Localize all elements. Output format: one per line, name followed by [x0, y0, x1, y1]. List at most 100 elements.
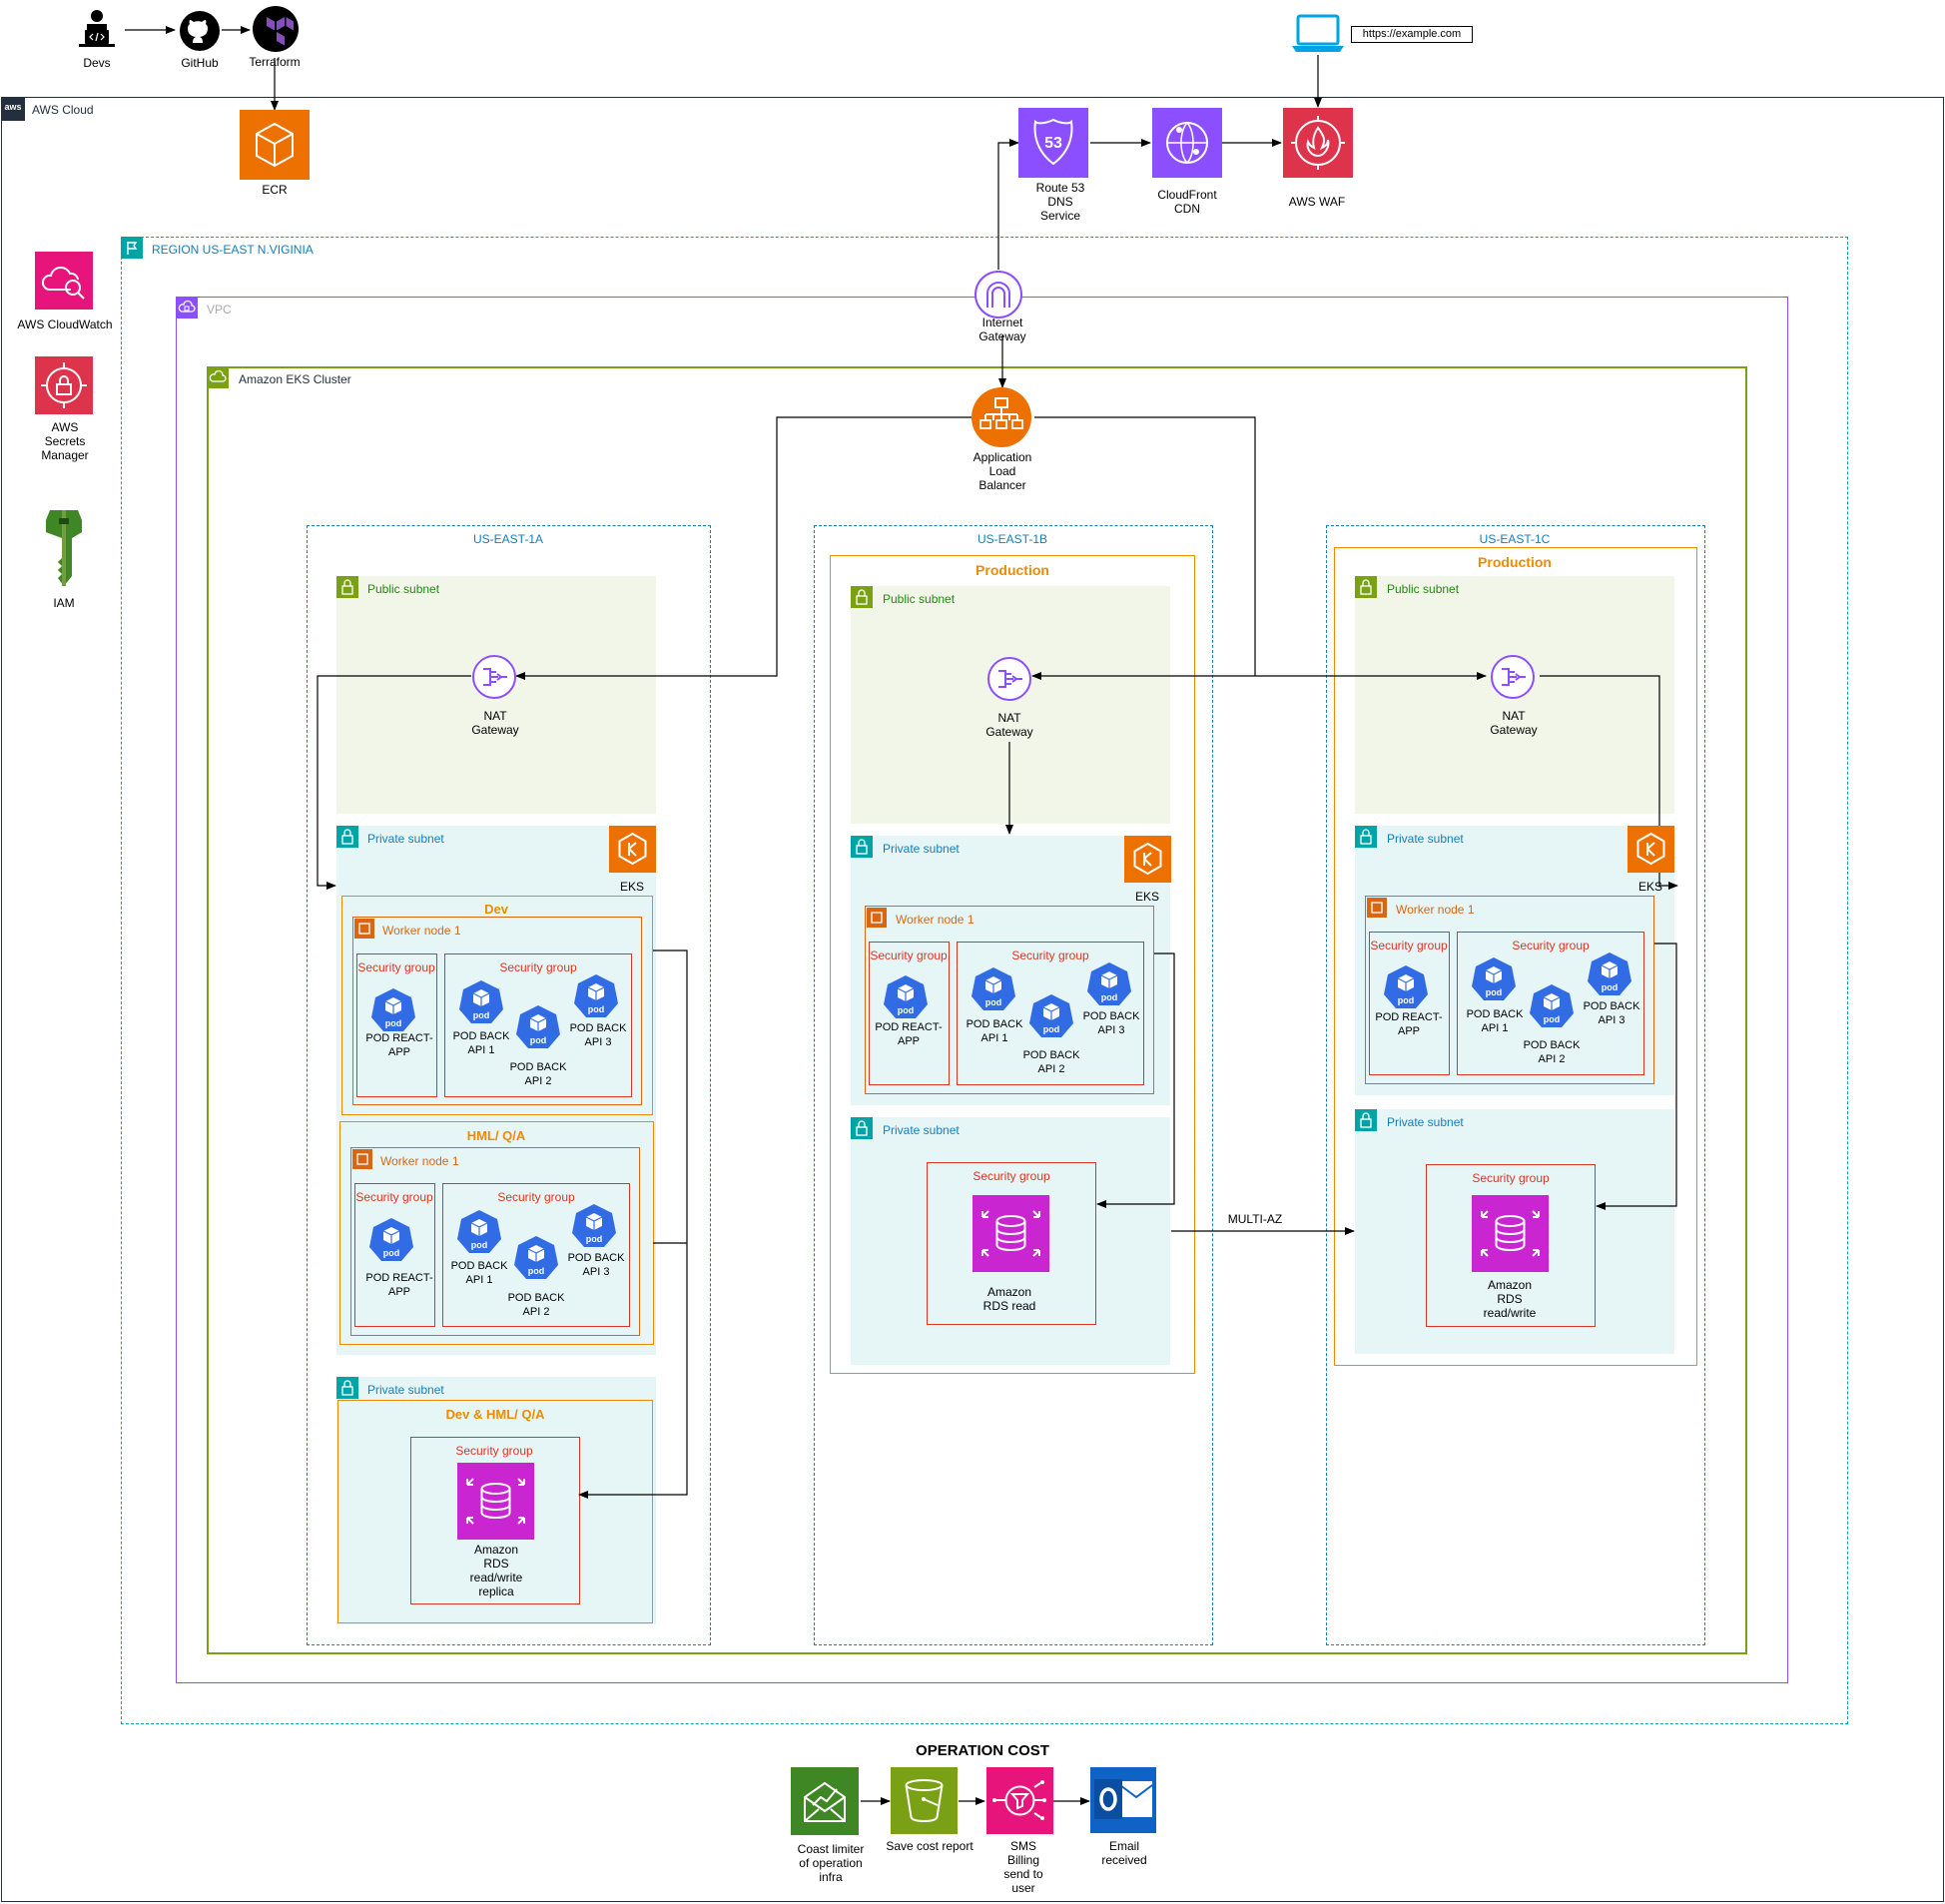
svg-text:pod: pod — [1043, 1024, 1060, 1034]
security-group-react-1b — [869, 942, 950, 1085]
private-subnet-lock-icon — [851, 1117, 873, 1139]
az-1a-group — [307, 525, 711, 1645]
laptop-icon — [1290, 14, 1346, 56]
pod-icon: pod — [571, 1202, 617, 1248]
nat-gateway-icon — [471, 654, 517, 700]
eks-cluster-cloud-icon — [207, 366, 229, 388]
pod-icon: pod — [971, 965, 1016, 1011]
dev-hml-db-env — [337, 1400, 653, 1623]
pod-api2-label: POD BACK API 2 — [507, 1292, 565, 1318]
security-group-rds-1c — [1426, 1164, 1596, 1327]
waf-label: AWS WAF — [1288, 195, 1346, 209]
pod-icon: pod — [368, 1216, 414, 1262]
url-address-box[interactable]: https://example.com — [1351, 26, 1473, 43]
route53-icon: 53 — [1018, 108, 1088, 178]
security-group-label: Security group — [499, 960, 577, 974]
cloudwatch-icon — [35, 252, 93, 310]
az-1b-group — [814, 525, 1213, 1645]
security-group-react-hml — [354, 1183, 435, 1327]
pod-icon: pod — [458, 978, 504, 1024]
outlook-email-icon — [1090, 1767, 1156, 1833]
pod-icon: pod — [370, 986, 416, 1032]
public-subnet-label: Public subnet — [1387, 582, 1460, 596]
private-subnet-label: Private subnet — [883, 1123, 960, 1137]
internet-gateway-icon — [973, 270, 1023, 319]
route53-label: Route 53 DNS Service — [1035, 181, 1085, 223]
nat-gateway-label: NAT Gateway — [985, 711, 1033, 739]
pod-icon: pod — [513, 1234, 559, 1280]
security-group-rds-1a — [410, 1437, 580, 1604]
private-subnet-label: Private subnet — [1387, 832, 1464, 846]
security-group-label: Security group — [972, 1169, 1050, 1183]
eks-icon — [609, 826, 656, 873]
az-1c-group — [1326, 525, 1705, 1645]
public-subnet-lock-icon — [851, 586, 873, 608]
pod-icon: pod — [456, 1208, 502, 1254]
security-group-api-dev — [444, 953, 632, 1097]
worker-node-icon — [867, 908, 887, 928]
terraform-label: Terraform — [249, 55, 301, 69]
pod-api3-label: POD BACK API 3 — [1082, 1010, 1140, 1036]
security-group-label: Security group — [1472, 1171, 1550, 1185]
pod-icon: pod — [883, 973, 929, 1019]
vpc-label: VPC — [207, 303, 232, 317]
security-group-label: Security group — [355, 1190, 433, 1204]
worker-node-1b — [865, 906, 1154, 1094]
svg-text:pod: pod — [586, 1234, 603, 1244]
rds-replica-label: Amazon RDS read/write replica — [469, 1543, 523, 1598]
security-group-react-dev — [356, 953, 437, 1097]
worker-node-dev — [352, 917, 642, 1105]
alb-icon — [971, 386, 1032, 448]
pod-react-label: POD REACT- APP — [1375, 1011, 1443, 1037]
security-group-rds-1b — [927, 1162, 1096, 1325]
dev-env — [341, 896, 653, 1115]
github-icon — [179, 10, 221, 52]
svg-text:pod: pod — [528, 1266, 545, 1276]
s3-bucket-icon — [891, 1767, 958, 1834]
private-subnet-lock-icon — [851, 836, 873, 858]
svg-text:pod: pod — [1602, 982, 1619, 992]
production-env-1c — [1334, 547, 1697, 1366]
security-group-label: Security group — [357, 960, 435, 974]
budgets-icon — [791, 1767, 859, 1835]
svg-text:pod: pod — [985, 997, 1002, 1007]
secrets-manager-icon — [35, 356, 93, 414]
svg-text:pod: pod — [473, 1010, 490, 1020]
iam-key-icon — [42, 506, 86, 588]
svg-text:pod: pod — [898, 1005, 915, 1015]
cloudwatch-label: AWS CloudWatch — [17, 317, 113, 331]
security-group-api-1c — [1457, 932, 1644, 1075]
hml-env — [339, 1121, 654, 1345]
sns-icon — [986, 1767, 1053, 1834]
public-subnet-lock-icon — [1355, 576, 1377, 598]
pod-api2-label: POD BACK API 2 — [509, 1061, 567, 1087]
svg-text:pod: pod — [588, 1004, 605, 1014]
security-group-label: Security group — [1512, 939, 1590, 952]
pod-api3-label: POD BACK API 3 — [569, 1022, 627, 1048]
ecr-icon — [240, 110, 310, 180]
aws-cloud-group — [1, 97, 1944, 1902]
production-title-1c: Production — [1478, 554, 1552, 570]
region-label: REGION US-EAST N.VIGINIA — [152, 243, 314, 257]
worker-node-hml — [350, 1147, 640, 1336]
az-1a-label: US-EAST-1A — [472, 532, 544, 546]
operation-cost-title: OPERATION COST — [916, 1742, 1049, 1759]
svg-text:pod: pod — [1544, 1014, 1561, 1024]
nat-gateway-label: NAT Gateway — [471, 709, 519, 737]
cloudfront-label: CloudFront CDN — [1157, 188, 1217, 216]
pod-api2-label: POD BACK API 2 — [1523, 1039, 1581, 1065]
iam-label: IAM — [53, 596, 75, 610]
pod-api1-label: POD BACK API 1 — [450, 1260, 508, 1286]
alb-label: Application Load Balancer — [972, 450, 1032, 492]
private-subnet-label: Private subnet — [1387, 1115, 1464, 1129]
eks-cluster-label: Amazon EKS Cluster — [239, 372, 351, 386]
public-subnet-1b — [851, 586, 1170, 824]
svg-text:pod: pod — [1486, 987, 1503, 997]
pod-react-label: POD REACT- APP — [365, 1032, 433, 1058]
aws-logo-icon: aws — [1, 97, 25, 121]
private-subnet-lock-icon — [1355, 1109, 1377, 1131]
multi-az-label: MULTI-AZ — [1227, 1212, 1283, 1226]
private-subnet-label: Private subnet — [367, 832, 444, 846]
worker-node-label: Worker node 1 — [1396, 903, 1475, 917]
